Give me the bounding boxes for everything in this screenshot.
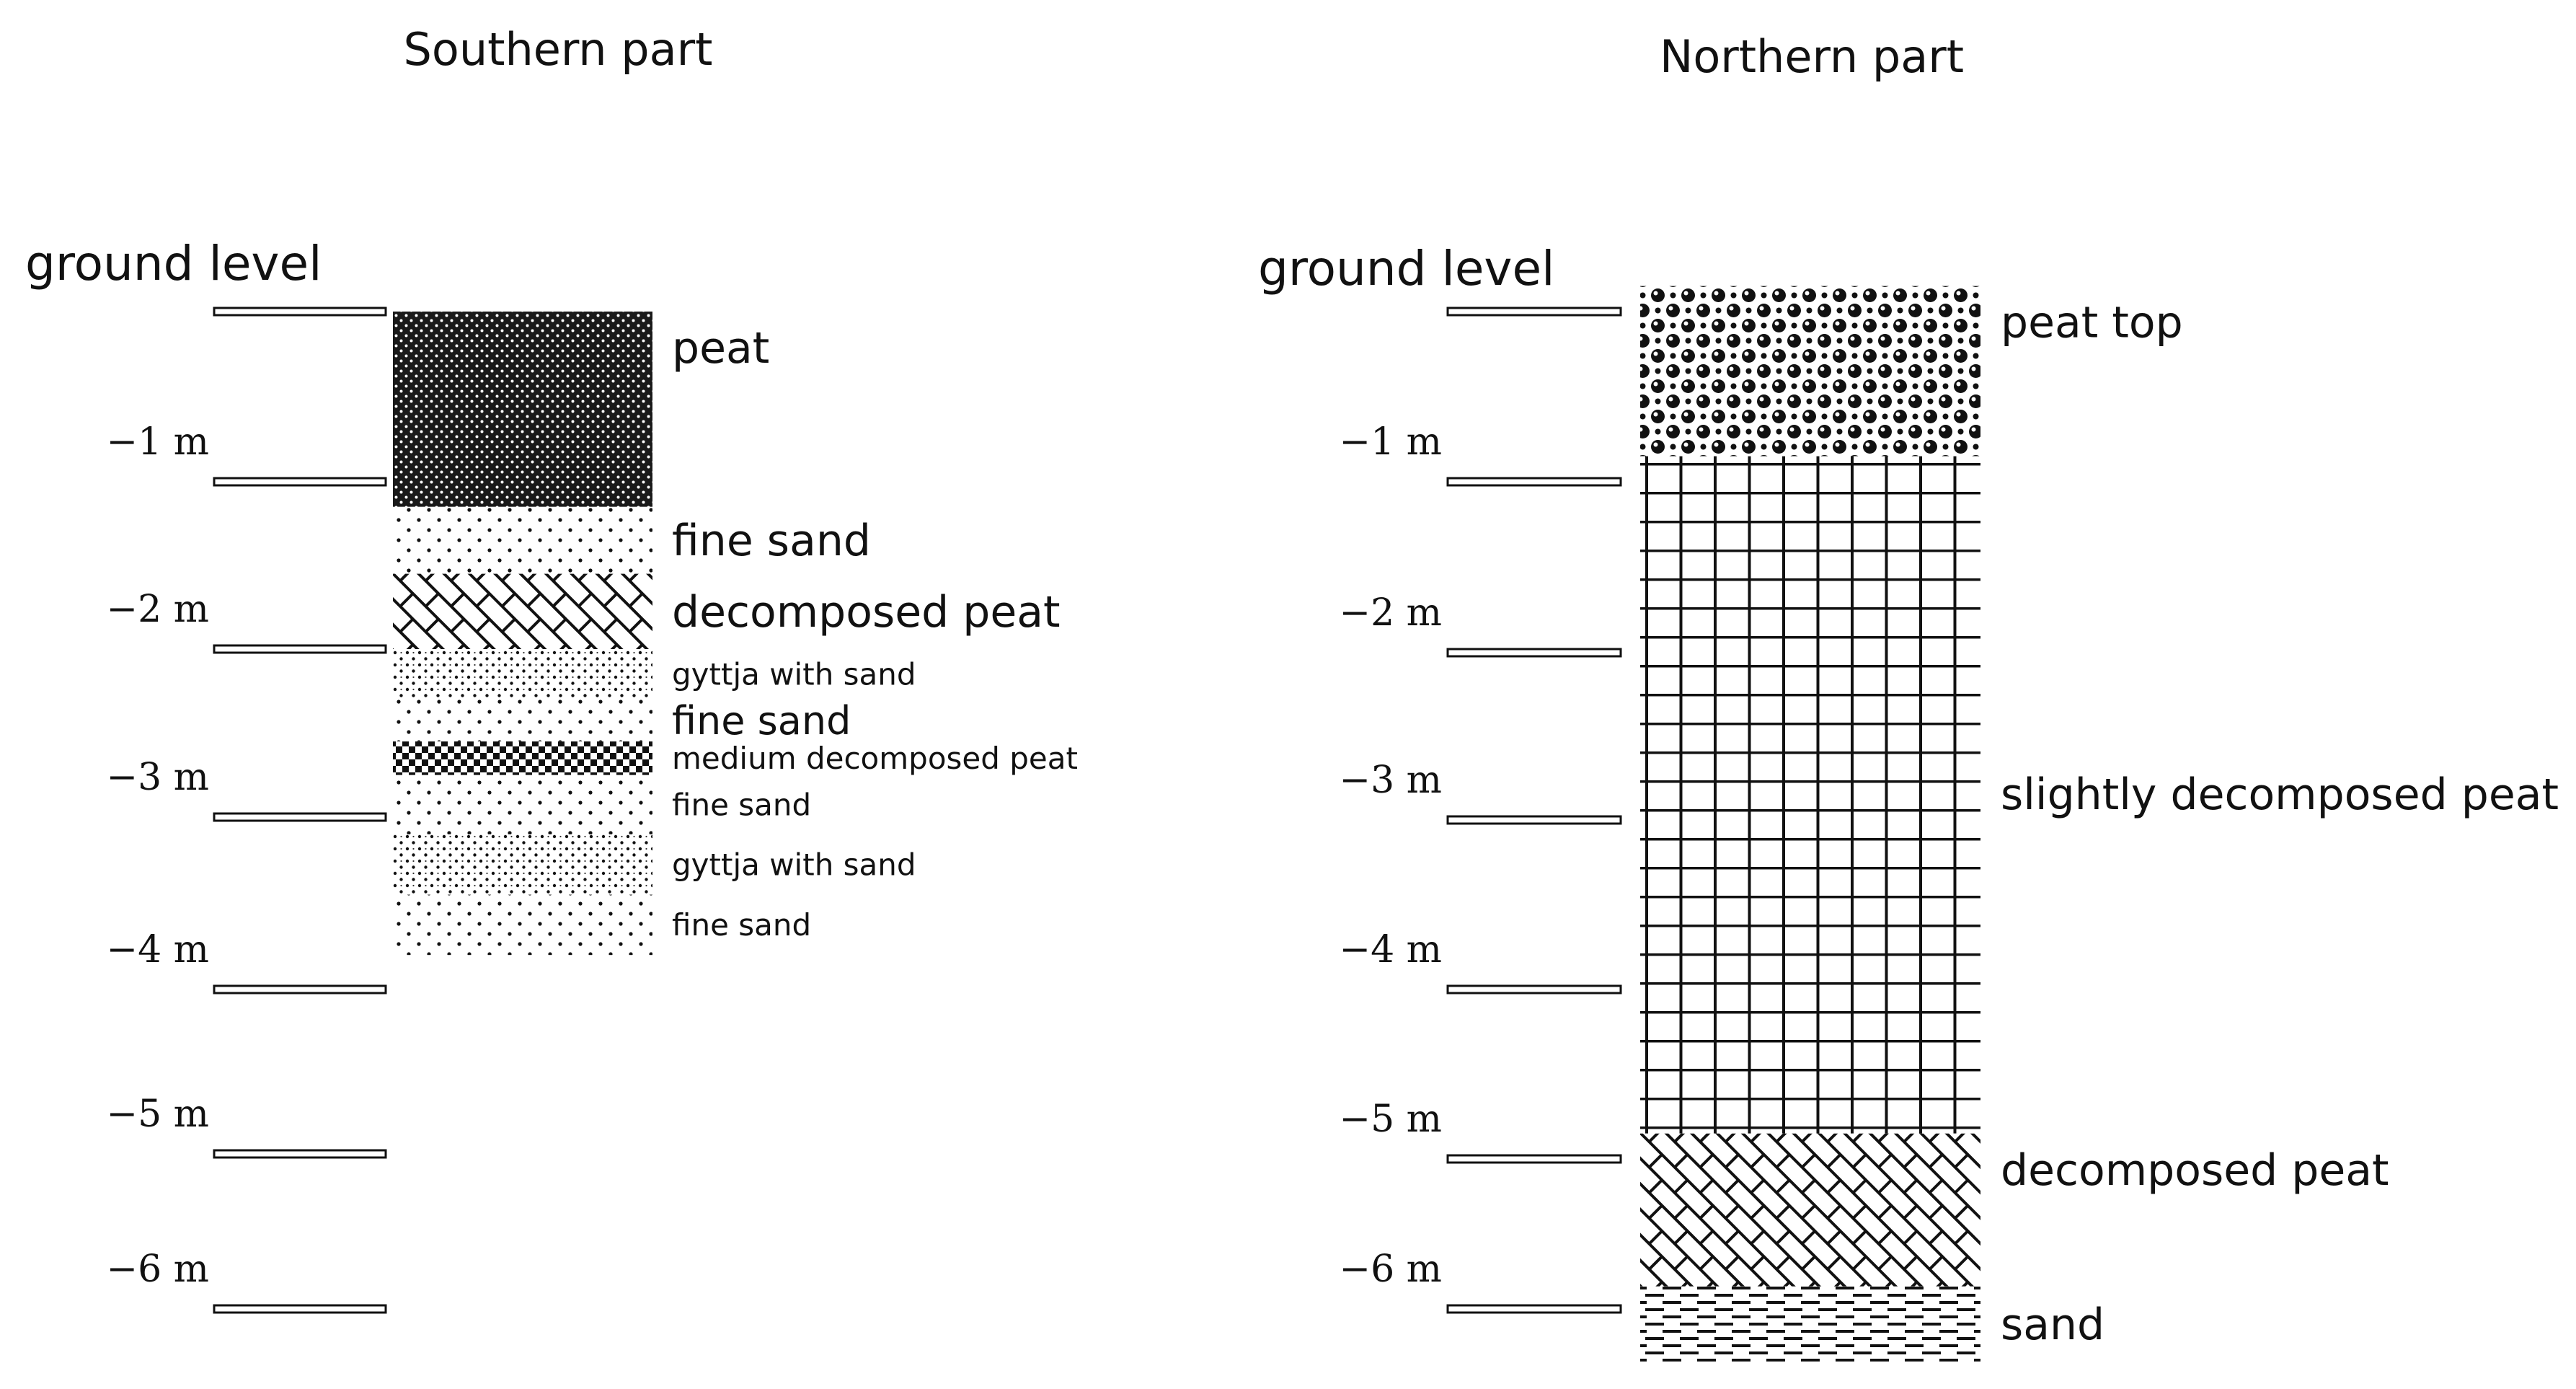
southern-layer-sparse-dots xyxy=(393,775,652,834)
northern-layer-diagonal-brick xyxy=(1640,1133,1980,1287)
southern-layer-fine-dots xyxy=(393,649,652,700)
southern-layer-sparse-dots xyxy=(393,699,652,742)
southern-depth-label: −5 m xyxy=(107,1093,210,1136)
northern-ground-level-label: ground level xyxy=(1258,241,1554,296)
northern-depth-label: −6 m xyxy=(1340,1248,1443,1291)
southern-depth-scale: −1 m −2 m −3 m −4 m −5 m −6 m xyxy=(107,307,387,1314)
southern-depth-label: −2 m xyxy=(107,588,210,631)
southern-layer-label: fine sand xyxy=(672,788,811,823)
northern-ground-level-tick xyxy=(1446,307,1622,317)
southern-depth-label: −1 m xyxy=(107,420,210,464)
southern-layer-label: medium decomposed peat xyxy=(672,741,1078,776)
southern-layer-sparse-dots xyxy=(393,894,652,956)
southern-layer-fine-dots xyxy=(393,834,652,895)
northern-depth-tick xyxy=(1446,477,1622,487)
southern-depth-tick xyxy=(213,1304,387,1314)
northern-depth-tick xyxy=(1446,1154,1622,1164)
northern-soil-column: peat top slightly decomposed peat decompos… xyxy=(1640,286,2559,1362)
southern-depth-label: −6 m xyxy=(107,1248,210,1291)
southern-layer-dense-dots xyxy=(393,312,652,507)
southern-layer-label: fine sand xyxy=(672,907,811,943)
southern-ground-level-tick xyxy=(213,307,387,317)
southern-layer-label: peat xyxy=(672,323,769,374)
southern-soil-column: peat fine sand decomposed peat gyttja with … xyxy=(393,312,1078,956)
southern-ground-level-label: ground level xyxy=(25,236,322,291)
northern-layer-dashes xyxy=(1640,1286,1980,1362)
northern-layer-label: decomposed peat xyxy=(2001,1145,2389,1196)
southern-layer-label: fine sand xyxy=(672,698,851,744)
southern-depth-label: −3 m xyxy=(107,756,210,799)
southern-depth-label: −4 m xyxy=(107,928,210,971)
northern-depth-tick xyxy=(1446,984,1622,995)
northern-depth-tick xyxy=(1446,1304,1622,1314)
southern-layer-checker xyxy=(393,741,652,775)
southern-layer-label: fine sand xyxy=(672,516,871,566)
northern-depth-tick xyxy=(1446,648,1622,658)
northern-layer-label: peat top xyxy=(2001,298,2183,348)
northern-depth-label: −5 m xyxy=(1340,1098,1443,1141)
southern-panel-title: Southern part xyxy=(404,23,713,76)
southern-depth-tick xyxy=(213,1149,387,1159)
northern-depth-label: −1 m xyxy=(1340,420,1443,464)
northern-layer-grid xyxy=(1640,456,1980,1134)
southern-layer-label: gyttja with sand xyxy=(672,657,916,692)
southern-layer-label: gyttja with sand xyxy=(672,847,916,882)
southern-layer-label: decomposed peat xyxy=(672,587,1061,638)
northern-panel-title: Northern part xyxy=(1660,30,1964,83)
southern-depth-tick xyxy=(213,477,387,487)
northern-depth-label: −4 m xyxy=(1340,928,1443,971)
northern-depth-label: −3 m xyxy=(1340,759,1443,802)
northern-depth-label: −2 m xyxy=(1340,591,1443,635)
southern-depth-tick xyxy=(213,812,387,822)
southern-depth-tick xyxy=(213,644,387,654)
southern-layer-diagonal-brick xyxy=(393,573,652,649)
northern-layer-label: slightly decomposed peat xyxy=(2001,770,2559,820)
southern-layer-sparse-dots xyxy=(393,506,652,574)
northern-depth-tick xyxy=(1446,815,1622,825)
southern-depth-tick xyxy=(213,984,387,995)
northern-layer-spheres xyxy=(1640,286,1980,457)
northern-layer-label: sand xyxy=(2001,1300,2104,1350)
northern-depth-scale: −1 m −2 m −3 m −4 m −5 m −6 m xyxy=(1340,307,1622,1314)
